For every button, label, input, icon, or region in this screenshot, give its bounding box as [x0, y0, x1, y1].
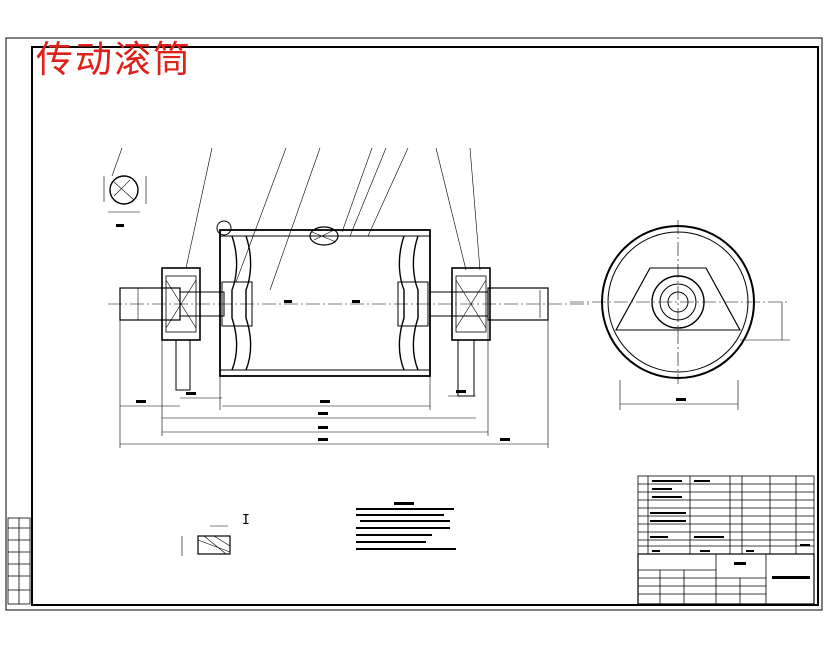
drawing-title: 传动滚筒 — [36, 38, 192, 81]
shaft-section — [103, 175, 147, 227]
title-block — [637, 553, 815, 605]
detail-view — [181, 525, 231, 556]
parts-list — [637, 475, 815, 555]
inner-frame — [31, 46, 819, 606]
front-view — [108, 147, 590, 448]
outer-frame — [5, 37, 823, 611]
side-view — [570, 220, 790, 410]
left-margin-table — [7, 517, 31, 605]
title-block-marks — [650, 480, 810, 579]
technical-notes — [356, 502, 456, 550]
